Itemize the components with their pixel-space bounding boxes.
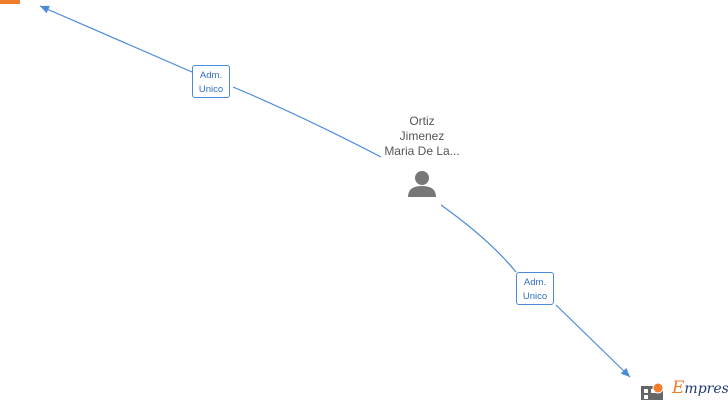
relation-label-line: Unico xyxy=(198,84,224,95)
brand-logo: Empresia xyxy=(672,378,728,398)
person-icon[interactable] xyxy=(408,171,436,197)
building-icon xyxy=(641,382,664,400)
relation-edge-1[interactable] xyxy=(40,6,382,158)
relation-label-1[interactable]: Adm. Unico xyxy=(192,65,230,98)
person-name-line-2: Jimenez xyxy=(399,129,445,143)
relation-label-2[interactable]: Adm. Unico xyxy=(516,272,554,305)
relation-label-line: Unico xyxy=(522,291,548,302)
company-icon[interactable] xyxy=(0,0,20,4)
relation-edge-2[interactable] xyxy=(440,204,630,377)
person-name-line-1: Ortiz xyxy=(409,114,435,128)
relation-label-line: Adm. xyxy=(199,70,223,81)
brand-logo-initial: E xyxy=(672,378,685,398)
relation-label-line: Adm. xyxy=(523,277,547,288)
brand-logo-text: mpresia xyxy=(684,381,728,397)
person-name-line-3: Maria De La... xyxy=(384,144,460,158)
person-name[interactable]: Ortiz Jimenez Maria De La... xyxy=(362,114,482,159)
